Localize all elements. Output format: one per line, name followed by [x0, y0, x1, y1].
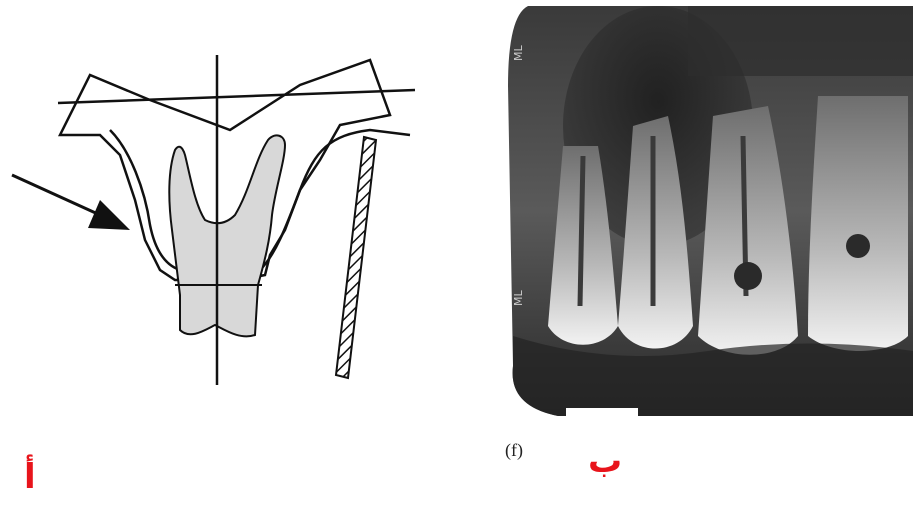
- tooth-angulation-diagram: [0, 40, 440, 400]
- film-mask-strip: [566, 408, 638, 422]
- svg-text:ML: ML: [512, 290, 525, 306]
- figure-caption: (f): [505, 440, 523, 461]
- tooth-4: [808, 96, 908, 351]
- beam-direction-arrow-head: [88, 200, 130, 230]
- panel-label-left: أ: [24, 460, 36, 494]
- panel-label-right: ب: [588, 444, 622, 478]
- film-sensor-bar: [336, 137, 376, 378]
- beam-direction-arrow-shaft: [12, 175, 100, 215]
- periapical-radiograph: ML ML: [508, 6, 913, 416]
- svg-text:ML: ML: [512, 45, 525, 61]
